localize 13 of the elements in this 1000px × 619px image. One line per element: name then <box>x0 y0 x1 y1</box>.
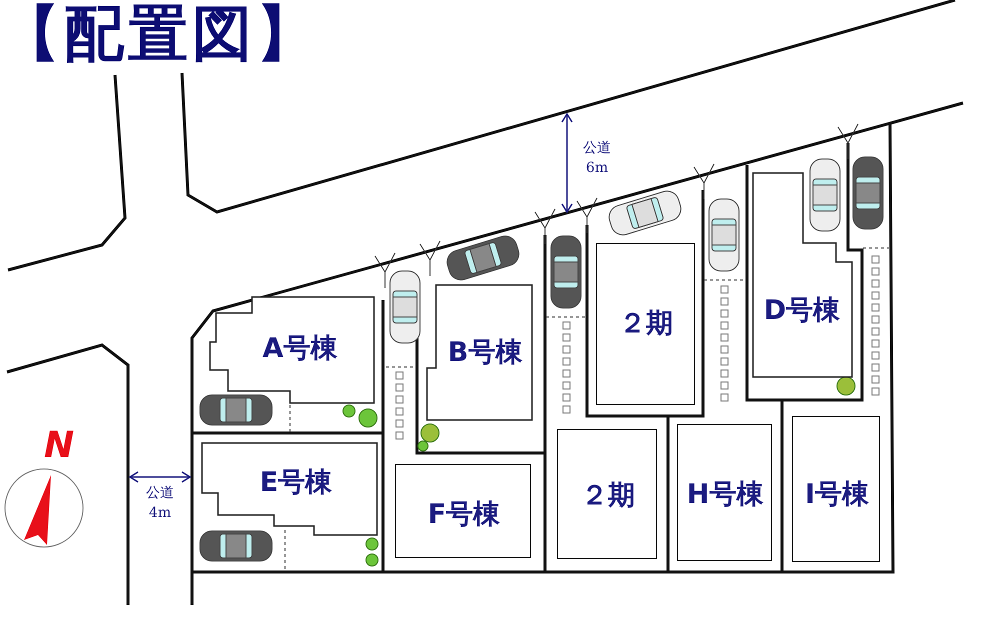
building-outline: B号棟 <box>426 284 534 422</box>
road-width-label: 公道 6m <box>582 139 612 178</box>
building-outline: ２期 <box>557 429 657 559</box>
building-outline: D号棟 <box>752 172 854 379</box>
building-outline: ２期 <box>596 243 695 405</box>
road-width-label: 公道 4m <box>145 484 175 523</box>
building-outline: E号棟 <box>201 442 379 537</box>
title: 【配置図】 <box>0 0 320 71</box>
north-label: N <box>44 426 74 466</box>
building-outline: I号棟 <box>792 416 880 562</box>
building-outline: H号棟 <box>677 424 772 561</box>
building-outline: F号棟 <box>395 464 531 558</box>
building-outline: A号棟 <box>208 296 376 406</box>
